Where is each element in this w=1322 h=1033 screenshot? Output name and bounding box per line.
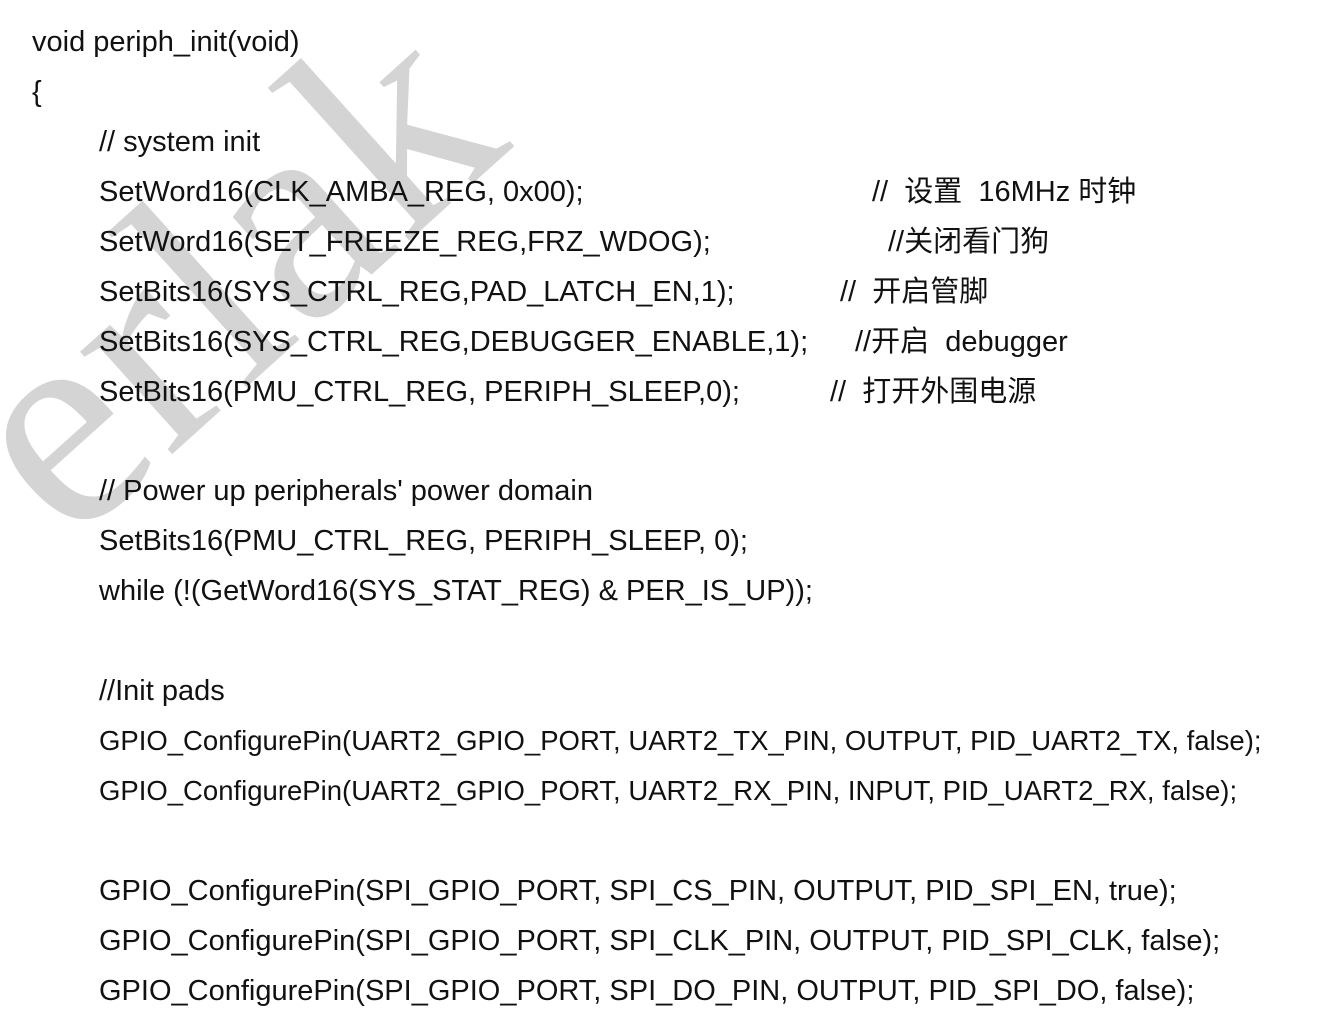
code-comment: // 设置 16MHz 时钟	[872, 176, 1137, 208]
code-line: GPIO_ConfigurePin(UART2_GPIO_PORT, UART2…	[99, 775, 1238, 806]
code-line: GPIO_ConfigurePin(SPI_GPIO_PORT, SPI_DO_…	[99, 975, 1195, 1007]
code-comment: //关闭看门狗	[888, 226, 1050, 258]
code-line: // Power up peripherals' power domain	[99, 475, 593, 507]
code-line: SetBits16(SYS_CTRL_REG,PAD_LATCH_EN,1);	[99, 276, 735, 308]
code-comment: // 开启管脚	[840, 276, 989, 308]
code-line: GPIO_ConfigurePin(UART2_GPIO_PORT, UART2…	[99, 725, 1262, 756]
code-line: SetWord16(CLK_AMBA_REG, 0x00);	[99, 176, 584, 208]
code-comment: // 打开外围电源	[830, 376, 1037, 408]
code-line: GPIO_ConfigurePin(SPI_GPIO_PORT, SPI_CS_…	[99, 875, 1177, 907]
code-line: SetBits16(PMU_CTRL_REG, PERIPH_SLEEP, 0)…	[99, 525, 748, 557]
open-brace: {	[32, 76, 42, 108]
code-line: // system init	[99, 126, 261, 158]
code-line: SetWord16(SET_FREEZE_REG,FRZ_WDOG);	[99, 226, 711, 258]
code-line: //Init pads	[99, 675, 225, 707]
code-line: SetBits16(PMU_CTRL_REG, PERIPH_SLEEP,0);	[99, 376, 740, 408]
function-signature: void periph_init(void)	[32, 26, 300, 58]
code-line: SetBits16(SYS_CTRL_REG,DEBUGGER_ENABLE,1…	[99, 326, 809, 358]
code-comment: //开启 debugger	[855, 326, 1068, 358]
code-line: while (!(GetWord16(SYS_STAT_REG) & PER_I…	[99, 575, 813, 607]
code-line: GPIO_ConfigurePin(SPI_GPIO_PORT, SPI_CLK…	[99, 925, 1221, 957]
